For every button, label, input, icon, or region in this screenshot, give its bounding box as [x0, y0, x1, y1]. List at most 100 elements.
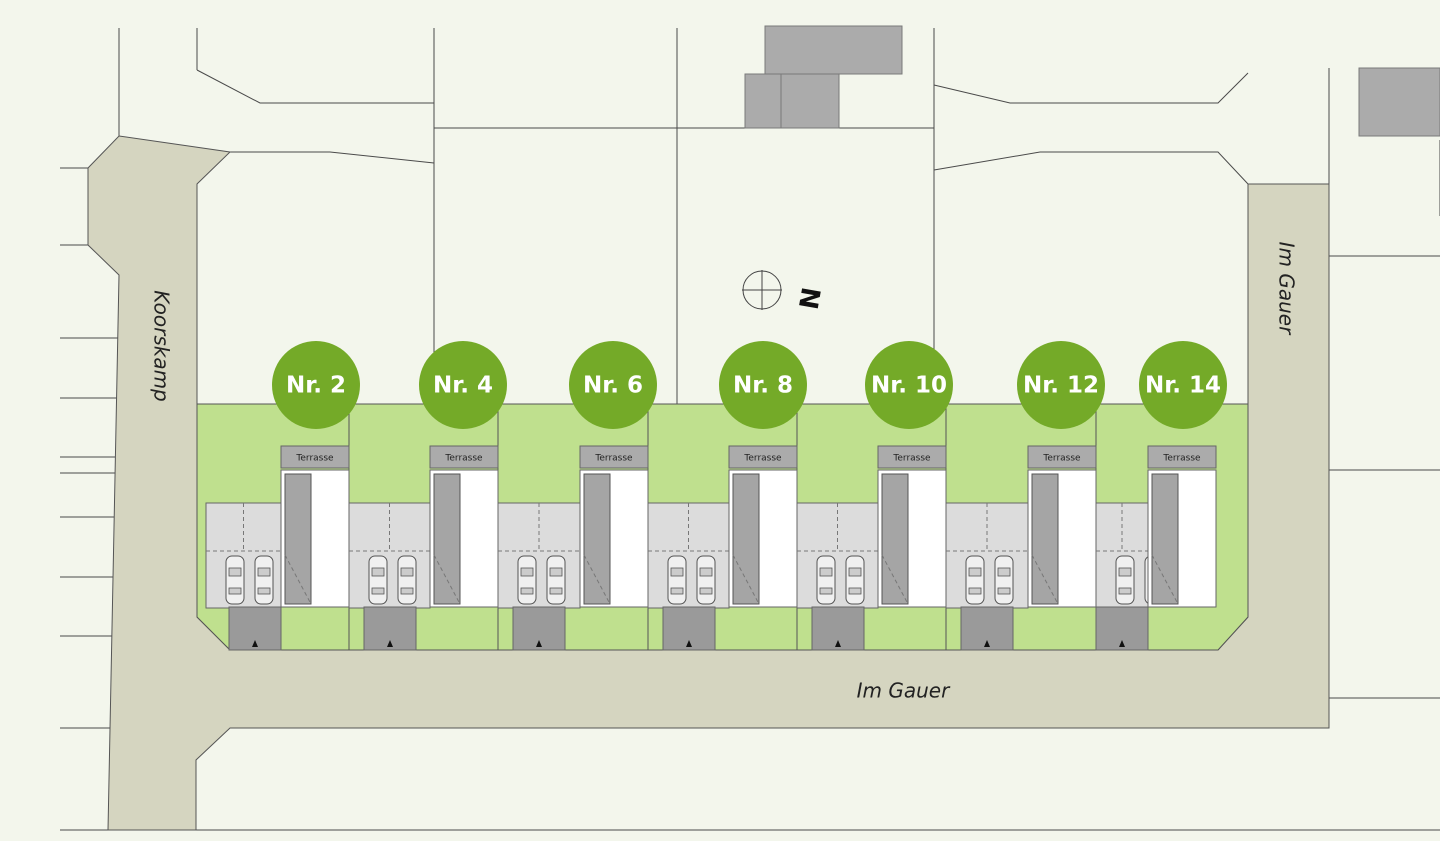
lot-badge: Nr. 10 [865, 341, 953, 429]
car-windshield [699, 567, 713, 577]
car-windshield [968, 567, 982, 577]
street-label-im-gauer-bottom: Im Gauer [857, 679, 951, 703]
lot-number-label: Nr. 6 [583, 373, 643, 399]
neighbour-parcels [60, 28, 1440, 831]
entrance-arrow-icon [835, 640, 841, 647]
lot-number-label: Nr. 8 [733, 373, 793, 399]
lot-6: Terrasse Nr. 12 [945, 341, 1105, 651]
lot-badge-circle [272, 341, 360, 429]
car-body [845, 555, 865, 605]
car-body [965, 555, 985, 605]
lot-2: Terrasse Nr. 4 [348, 341, 507, 651]
stair-dash [1151, 554, 1179, 605]
car-windshield [257, 567, 271, 577]
car-icon [546, 555, 566, 605]
lot-badge: Nr. 2 [272, 341, 360, 429]
car-rear-window [1118, 587, 1132, 595]
car-rear-window [997, 587, 1011, 595]
car-rear-window [699, 587, 713, 595]
terrace [877, 445, 947, 469]
lot-number-label: Nr. 2 [286, 373, 346, 399]
house-wing [732, 473, 760, 605]
entrance-arrow-icon [252, 640, 258, 647]
house-wing [1151, 473, 1179, 605]
terrace-label: Terrasse [892, 454, 931, 464]
car-body [1115, 555, 1135, 605]
car-rear-window [228, 587, 242, 595]
lot-badge-circle [1139, 341, 1227, 429]
car-body [397, 555, 417, 605]
car-windshield [400, 567, 414, 577]
car-icon [368, 555, 388, 605]
car-icon [397, 555, 417, 605]
car-rear-window [968, 587, 982, 595]
car-rear-window [848, 587, 862, 595]
car-icon [965, 555, 985, 605]
lot-badge-circle [1017, 341, 1105, 429]
car-rear-window [670, 587, 684, 595]
stair-dash [881, 554, 909, 605]
house-wing [881, 473, 909, 605]
entrance-arrow-icon [536, 640, 542, 647]
compass-rose-icon [742, 270, 782, 310]
neighbour-building [780, 73, 840, 129]
car-body [816, 555, 836, 605]
car-icon [517, 555, 537, 605]
lot-badge-circle [419, 341, 507, 429]
terrace [429, 445, 499, 469]
lot-badge: Nr. 6 [569, 341, 657, 429]
entrance-arrow-icon [387, 640, 393, 647]
car-windshield [228, 567, 242, 577]
terrace [728, 445, 798, 469]
stair-dash [433, 554, 461, 605]
car-windshield [997, 567, 1011, 577]
compass-north-label: N [792, 285, 825, 312]
car-icon [254, 555, 274, 605]
terrace [280, 445, 350, 469]
lot-7: Terrasse Nr. 14 [1095, 341, 1227, 651]
car-windshield [1118, 567, 1132, 577]
neighbour-building [764, 25, 903, 75]
car-rear-window [819, 587, 833, 595]
car-windshield [520, 567, 534, 577]
car-rear-window [549, 587, 563, 595]
terrace-label: Terrasse [1162, 454, 1201, 464]
house-wing [1031, 473, 1059, 605]
car-rear-window [257, 587, 271, 595]
lot-number-label: Nr. 4 [433, 373, 493, 399]
stair-dash [284, 554, 312, 605]
lot-number-label: Nr. 14 [1145, 373, 1221, 399]
car-icon [816, 555, 836, 605]
lot-badge: Nr. 8 [719, 341, 807, 429]
lot-number-label: Nr. 12 [1023, 373, 1099, 399]
car-windshield [549, 567, 563, 577]
car-body [225, 555, 245, 605]
lot-badge: Nr. 12 [1017, 341, 1105, 429]
terrace-label: Terrasse [444, 454, 483, 464]
stair-dash [732, 554, 760, 605]
car-icon [696, 555, 716, 605]
car-rear-window [400, 587, 414, 595]
neighbour-building [744, 73, 782, 129]
car-icon [994, 555, 1014, 605]
car-body [517, 555, 537, 605]
entrance-arrow-icon [686, 640, 692, 647]
car-icon [845, 555, 865, 605]
terrace [1147, 445, 1217, 469]
car-body [254, 555, 274, 605]
lot-number-label: Nr. 10 [871, 373, 947, 399]
house-wing [583, 473, 611, 605]
car-icon [225, 555, 245, 605]
car-body [667, 555, 687, 605]
car-body [368, 555, 388, 605]
house-wing [433, 473, 461, 605]
terrace-label: Terrasse [1042, 454, 1081, 464]
car-windshield [371, 567, 385, 577]
entrance-arrow-icon [984, 640, 990, 647]
lot-5: Terrasse Nr. 10 [796, 341, 953, 651]
car-body [696, 555, 716, 605]
